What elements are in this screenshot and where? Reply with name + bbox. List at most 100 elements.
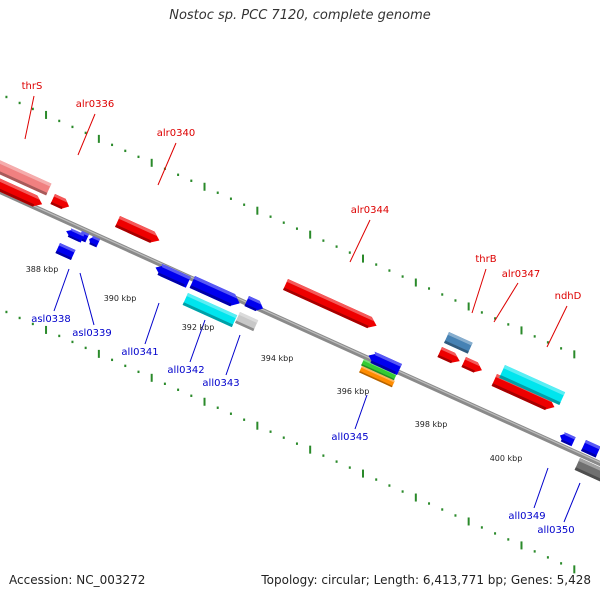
label-all0345: all0345 [331, 432, 368, 443]
gene-highlight [81, 230, 90, 237]
gene-features [0, 158, 600, 483]
gene-all0350 [574, 458, 600, 483]
label-alr0336: alr0336 [76, 99, 114, 110]
gene-thrB [444, 332, 473, 354]
gene-body [444, 332, 473, 354]
leader-thrS [24, 95, 35, 140]
gene-highlight [578, 458, 600, 474]
leader-all0343 [225, 334, 241, 376]
leader-all0349 [533, 467, 549, 509]
gene-shadow [560, 439, 572, 446]
gene-highlight [247, 296, 262, 305]
kbp-label: 392 kbp [182, 323, 215, 332]
gene-body [0, 174, 43, 207]
topology-summary: Topology: circular; Length: 6,413,771 bp… [261, 573, 591, 587]
gene-highlight [92, 235, 101, 242]
gene-body [491, 374, 555, 410]
gene-shadow [55, 250, 72, 261]
map-title: Nostoc sp. PCC 7120, complete genome [169, 8, 431, 23]
gene-glyph [437, 347, 460, 364]
gene-body [115, 216, 160, 243]
gene-shadow [182, 302, 233, 328]
accession-text: Accession: NC_003272 [9, 573, 146, 587]
gene-thrS [0, 158, 52, 196]
gene-shadow [581, 448, 597, 458]
gene-asl0339 [55, 243, 76, 261]
gene-body [235, 312, 259, 332]
gene-alr0340 [115, 216, 160, 243]
label-alr0347: alr0347 [502, 269, 540, 280]
gene-all0345 [368, 351, 402, 375]
gene-glyph [189, 276, 240, 307]
gene-body [359, 366, 395, 388]
gene-labels: thrS alr0336 alr0340 alr0344 thrB alr0347 ndhD… [22, 81, 582, 536]
gene-shadow [0, 182, 35, 207]
gene-body [189, 276, 240, 307]
leader-all0341 [144, 302, 160, 345]
gene-glyph [244, 296, 264, 312]
gene-highlight [584, 440, 600, 450]
gene-all0343 [235, 312, 259, 332]
leader-all0350 [563, 482, 581, 523]
gene-body [581, 440, 600, 458]
label-leaders [24, 95, 581, 523]
gene-shadow [67, 234, 80, 242]
gene-shadow [574, 467, 600, 483]
genome-backbone [0, 188, 600, 467]
gene-body [155, 265, 191, 288]
gene-highlight [238, 312, 259, 323]
tick-marks [5, 95, 576, 574]
gene-glyph [0, 174, 43, 207]
gene-shadow [437, 354, 453, 364]
gene-body [574, 458, 600, 483]
gene-ndhD [499, 365, 566, 405]
kbp-label: 388 kbp [26, 265, 59, 274]
label-alr0344: alr0344 [351, 205, 389, 216]
gene-shadow [491, 383, 547, 411]
gene-highlight [70, 228, 85, 237]
gene-all0349 [559, 432, 576, 447]
gene-body [368, 353, 402, 375]
leader-asl0338 [53, 268, 70, 312]
gene-shadow [444, 340, 469, 354]
gene-highlight [118, 216, 158, 237]
gene-shadow [370, 360, 396, 374]
leader-thrB [471, 268, 487, 314]
gene-highlight [0, 174, 40, 200]
gene-shadow [235, 320, 255, 332]
label-alr0340: alr0340 [157, 128, 195, 139]
leader-alr0347 [493, 282, 519, 323]
label-all0341: all0341 [121, 347, 158, 358]
gene-shadow [89, 242, 97, 247]
leader-asl0339 [79, 272, 95, 326]
gene-highlight [361, 366, 395, 383]
label-ndhD: ndhD [555, 291, 582, 302]
gene-shadow [189, 285, 232, 307]
leader-alr0344 [349, 219, 371, 263]
gene-asl0338 [66, 228, 85, 243]
label-all0349: all0349 [508, 511, 545, 522]
gene-highlight [58, 243, 76, 253]
gene-alr0347 [461, 357, 482, 373]
gene-glyph [581, 440, 600, 458]
label-thrS: thrS [22, 81, 43, 92]
gene-highlight [53, 194, 68, 203]
gene-body [283, 279, 377, 328]
gene-highlight [374, 351, 402, 367]
gene-shadow [244, 303, 257, 312]
gene-highlight [0, 158, 52, 187]
gene-all0342 [182, 293, 238, 328]
genome-backbone-highlight [0, 189, 600, 464]
label-asl0338: asl0338 [31, 314, 71, 325]
gene-alr0336 [50, 194, 70, 210]
gene-all0341 [155, 263, 191, 288]
gene-highlight [564, 432, 576, 440]
gene-body [361, 359, 397, 381]
label-all0342: all0342 [167, 365, 204, 376]
kbp-label: 390 kbp [104, 294, 137, 303]
label-thrB: thrB [475, 254, 496, 265]
kbp-label: 394 kbp [261, 354, 294, 363]
